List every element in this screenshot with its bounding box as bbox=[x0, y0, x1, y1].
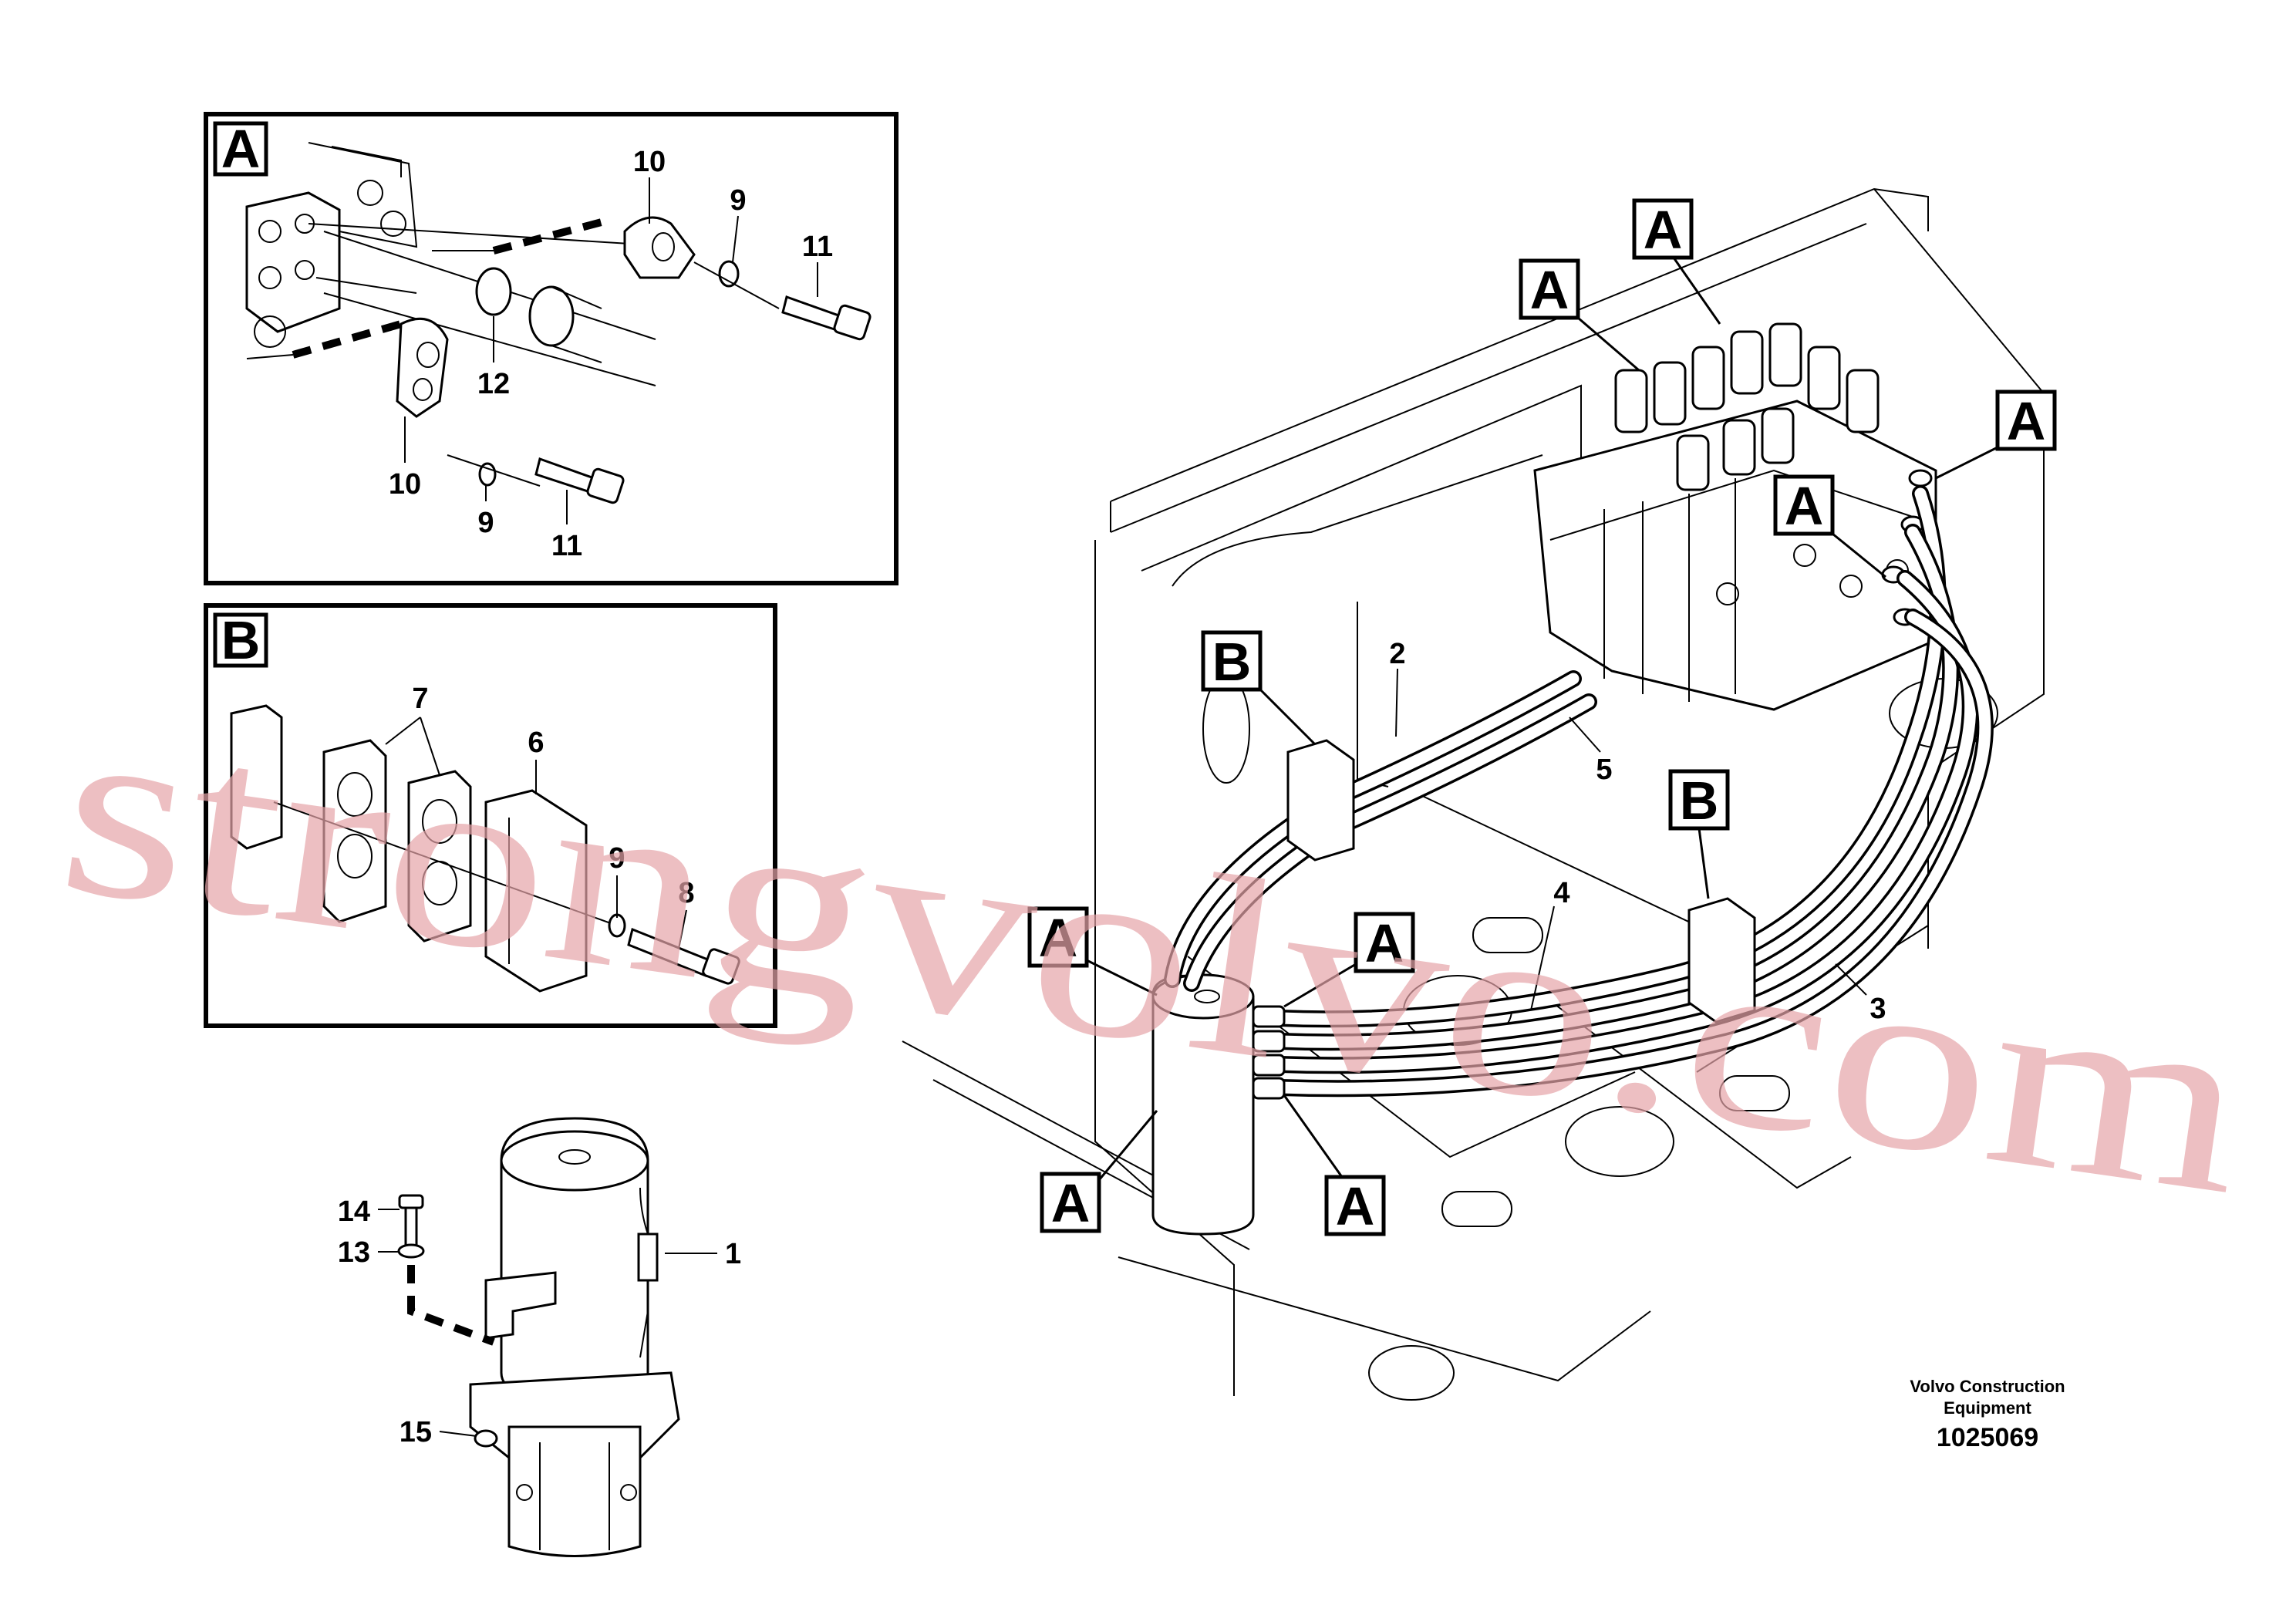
svg-text:A: A bbox=[2007, 391, 2046, 451]
main-tag-a-4: A bbox=[1773, 474, 1886, 578]
callout-4: 4 bbox=[1553, 877, 1569, 909]
callout-13: 13 bbox=[338, 1236, 370, 1269]
svg-text:A: A bbox=[1039, 908, 1078, 968]
main-tag-b-2: B bbox=[1668, 769, 1730, 899]
main-assembly: 2 5 4 3 A A A A B bbox=[902, 187, 2057, 1401]
main-tag-a-3: A bbox=[1935, 389, 2057, 480]
svg-text:A: A bbox=[1644, 200, 1683, 260]
svg-text:A: A bbox=[1365, 913, 1404, 973]
callout-2: 2 bbox=[1389, 638, 1405, 670]
callout-11-lower: 11 bbox=[551, 530, 582, 562]
svg-text:A: A bbox=[1051, 1173, 1091, 1233]
footer-company-line2: Equipment bbox=[1944, 1398, 2031, 1418]
main-tag-b-1: B bbox=[1201, 630, 1317, 746]
callout-14: 14 bbox=[338, 1195, 370, 1228]
callout-8: 8 bbox=[678, 877, 694, 909]
callout-11-upper: 11 bbox=[802, 231, 833, 263]
inset-b-tag: B bbox=[213, 610, 268, 670]
svg-text:A: A bbox=[1785, 476, 1824, 536]
callout-7: 7 bbox=[412, 683, 428, 715]
svg-text:A: A bbox=[1530, 260, 1569, 320]
callout-6: 6 bbox=[528, 727, 544, 759]
callout-15: 15 bbox=[400, 1416, 432, 1448]
svg-text:A: A bbox=[1336, 1176, 1375, 1236]
callout-5: 5 bbox=[1596, 754, 1612, 786]
footer: Volvo Construction Equipment 1025069 bbox=[1910, 1377, 2065, 1452]
main-tag-a-5: A bbox=[1027, 906, 1158, 996]
main-tag-a-7: A bbox=[1040, 1110, 1158, 1233]
callout-9-upper: 9 bbox=[730, 184, 746, 217]
callout-1: 1 bbox=[725, 1238, 741, 1270]
callout-10-lower: 10 bbox=[389, 468, 421, 501]
main-tag-a-2: A bbox=[1632, 198, 1721, 325]
svg-text:A: A bbox=[221, 119, 261, 179]
svg-text:B: B bbox=[1680, 771, 1719, 831]
footer-drawing-number: 1025069 bbox=[1937, 1423, 2038, 1452]
callout-9-b: 9 bbox=[609, 842, 625, 875]
svg-text:B: B bbox=[221, 610, 261, 670]
inset-a: A bbox=[204, 112, 899, 585]
motor-assembly: 14 13 1 15 bbox=[338, 1117, 741, 1557]
callout-9-lower: 9 bbox=[477, 507, 494, 539]
main-tag-a-6: A bbox=[1283, 912, 1415, 1008]
main-tag-a-1: A bbox=[1519, 258, 1640, 372]
inset-a-tag: A bbox=[213, 119, 268, 179]
svg-text:B: B bbox=[1212, 632, 1252, 692]
callout-12: 12 bbox=[477, 368, 510, 400]
callout-3: 3 bbox=[1870, 993, 1886, 1025]
inset-b: B 7 6 9 8 bbox=[204, 603, 777, 1028]
callout-10-upper: 10 bbox=[633, 146, 666, 178]
footer-company-line1: Volvo Construction bbox=[1910, 1377, 2065, 1396]
main-tag-a-8: A bbox=[1283, 1094, 1386, 1236]
